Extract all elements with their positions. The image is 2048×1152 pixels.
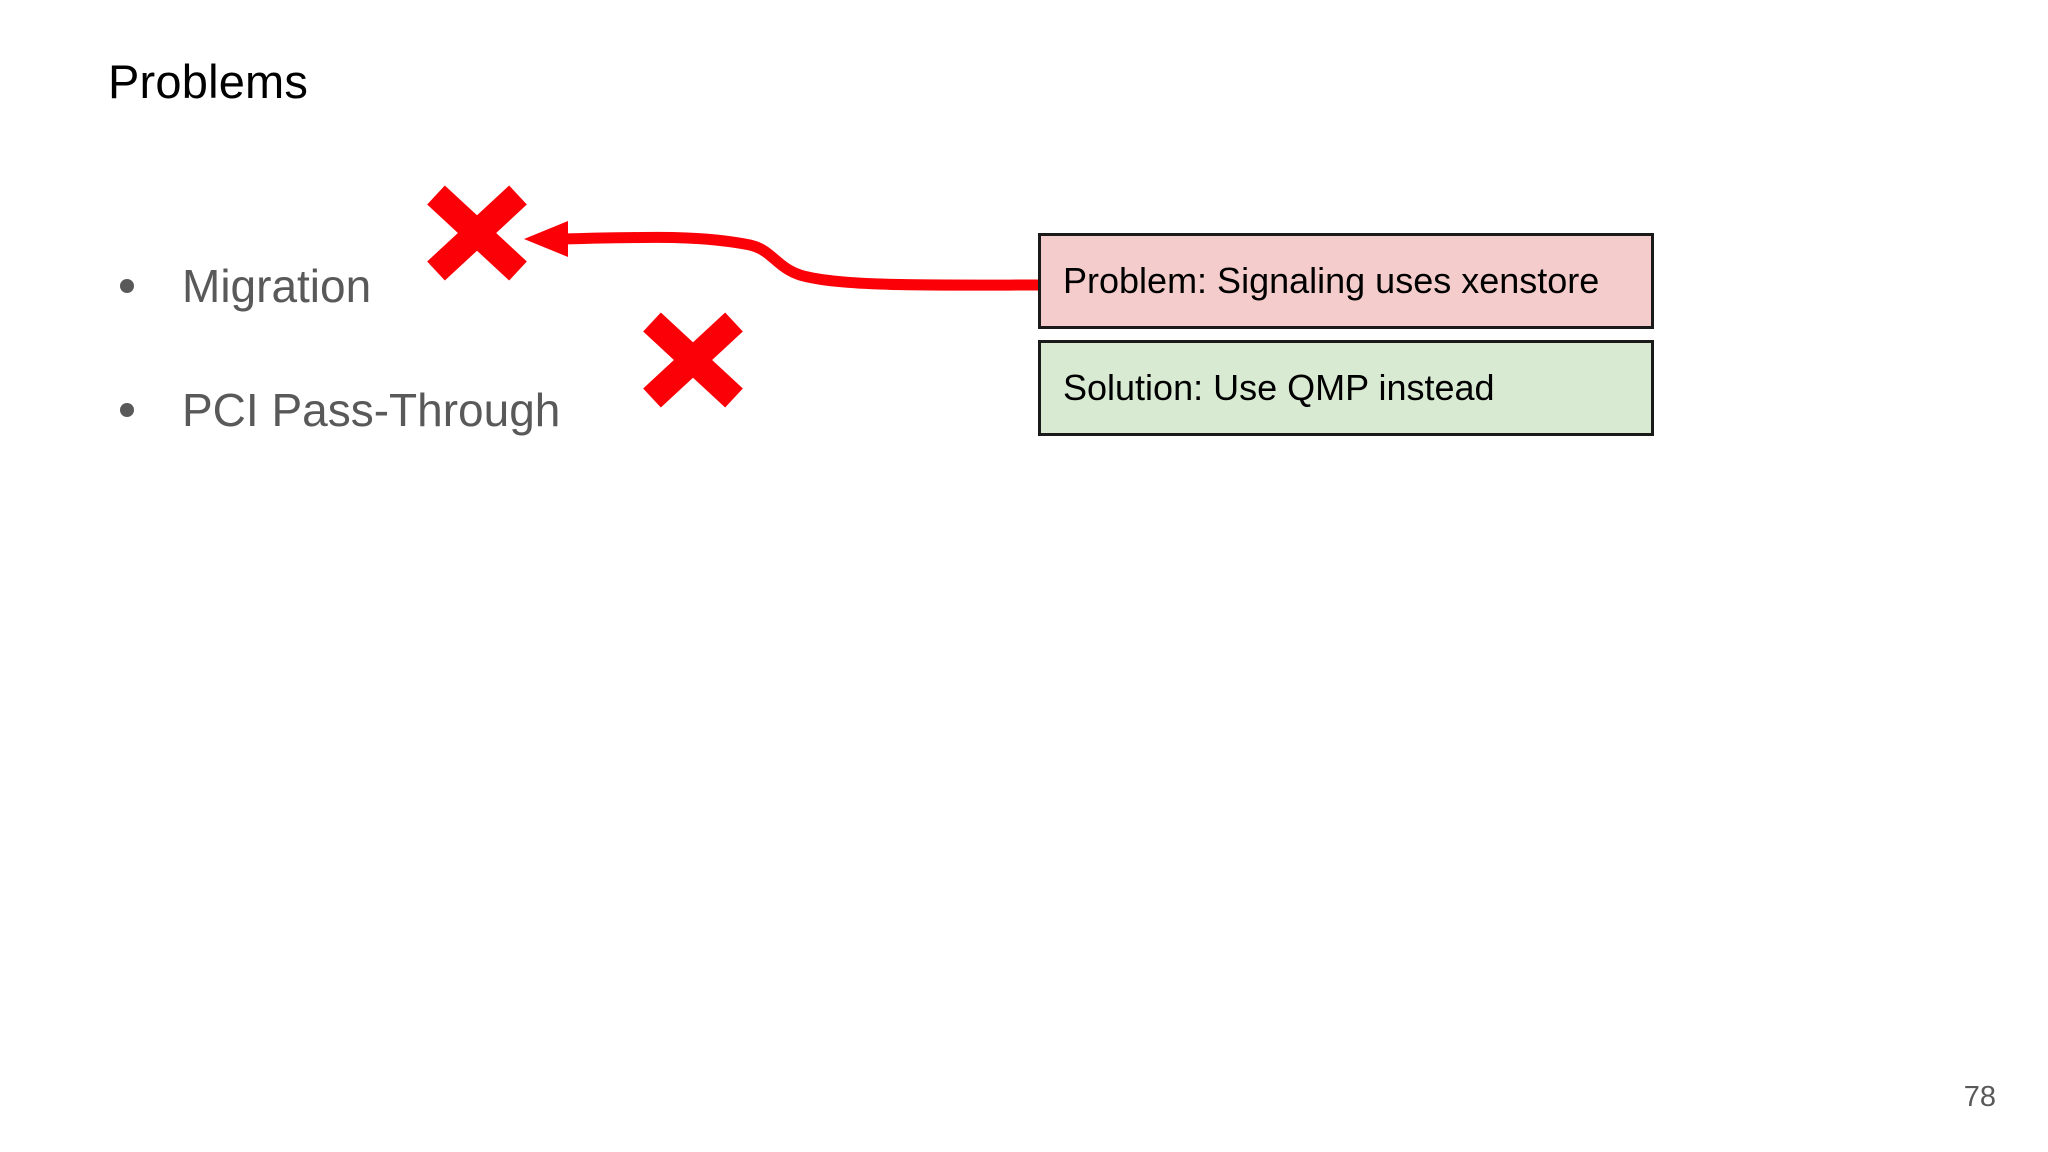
bullet-item-label-migration: Migration <box>182 259 372 312</box>
bullet-dot-icon <box>120 403 134 417</box>
bullet-dot-icon <box>120 279 134 293</box>
callout-problem-text: Problem: Signaling uses xenstore <box>1063 260 1600 302</box>
list-item: Migration <box>108 240 928 332</box>
callout-problem: Problem: Signaling uses xenstore <box>1038 233 1654 329</box>
bullet-item-label-pci-pass-through: PCI Pass-Through <box>182 383 561 436</box>
callout-solution: Solution: Use QMP instead <box>1038 340 1654 436</box>
page-number: 78 <box>1963 1081 1996 1113</box>
callout-solution-text: Solution: Use QMP instead <box>1063 367 1495 409</box>
bullet-list: Migration PCI Pass-Through <box>108 240 928 456</box>
list-item: PCI Pass-Through <box>108 364 928 456</box>
page-title: Problems <box>108 55 309 108</box>
